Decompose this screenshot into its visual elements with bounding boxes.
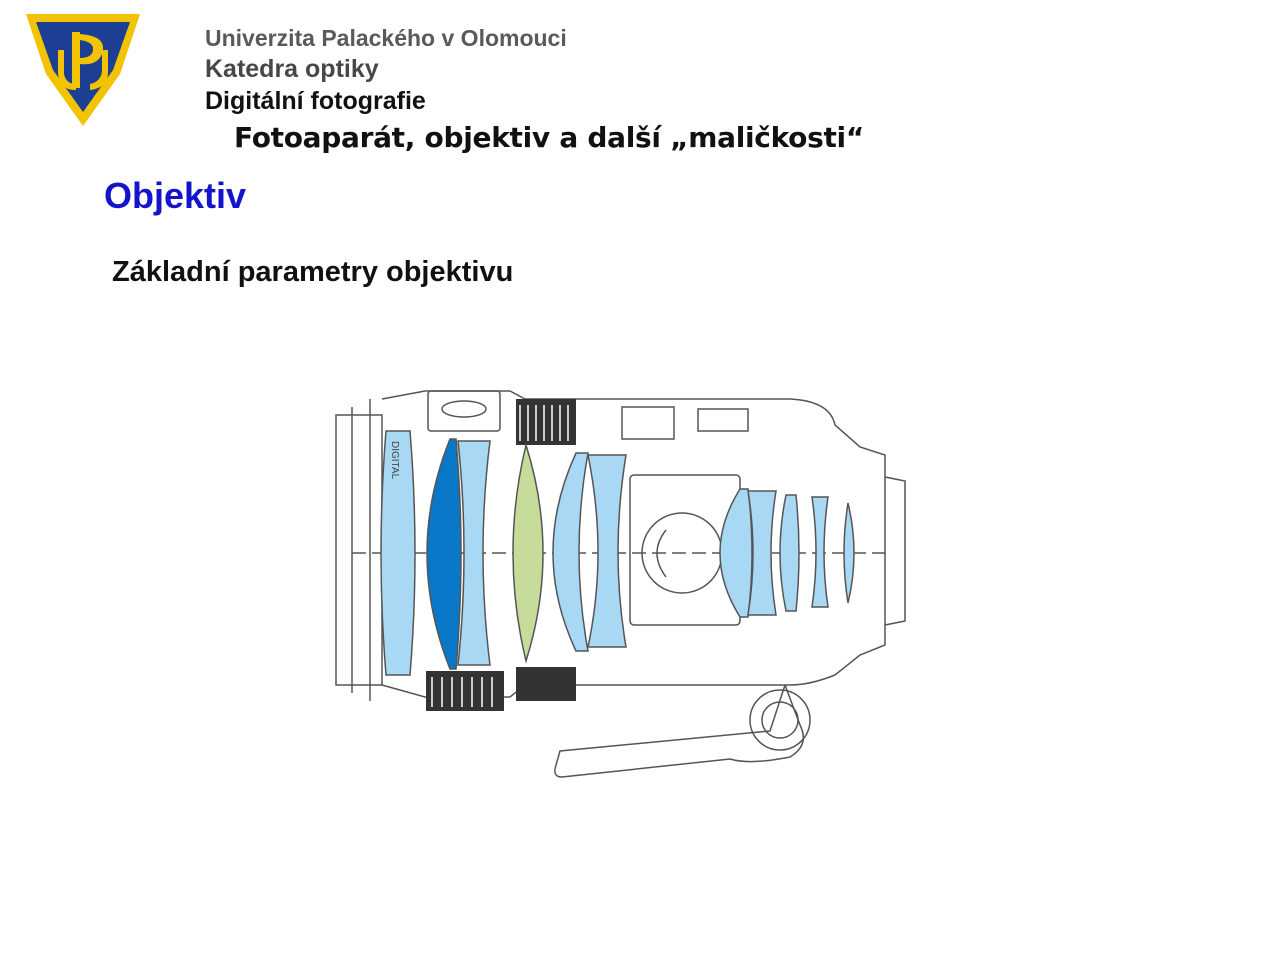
- front-barrel: [335, 414, 383, 686]
- focus-window-lens: [441, 400, 487, 418]
- lens-element-5: [552, 452, 589, 652]
- logo-letter-stem: [72, 32, 80, 88]
- switch-block: [621, 406, 675, 440]
- lens-element-10: [811, 496, 829, 608]
- tripod-knob-inner: [761, 701, 799, 739]
- logo-letter-p: [80, 34, 104, 65]
- tripod-knob: [749, 689, 811, 751]
- logo-letter-u-left: [58, 50, 76, 90]
- lens-element-11: [843, 502, 855, 604]
- lens-element-9: [779, 494, 800, 612]
- zoom-grip-bottom: [516, 667, 576, 701]
- logo-shield-inner: [36, 22, 130, 112]
- lecture-title: Fotoaparát, objektiv a další „maličkosti…: [234, 121, 864, 154]
- logo-letter-u-right: [90, 50, 108, 90]
- lens-element-6: [587, 454, 627, 648]
- slide-subtitle: Základní parametry objektivu: [112, 256, 514, 288]
- focus-grip-ridges: [431, 677, 493, 707]
- university-logo: [26, 14, 140, 126]
- lens-element-1: [380, 430, 416, 676]
- course-name: Digitální fotografie: [205, 87, 426, 115]
- lens-element-2: [426, 438, 462, 670]
- lens-cross-section-diagram: DIGITAL: [335, 390, 906, 778]
- switch-plate: [697, 408, 749, 432]
- lens-element-8: [747, 490, 777, 616]
- focus-window: [427, 390, 501, 432]
- lens-element-3: [457, 440, 491, 666]
- lens-element-4: [512, 442, 544, 664]
- zoom-grip-top: [516, 399, 576, 445]
- lens-side-label: DIGITAL: [389, 441, 400, 480]
- department-name: Katedra optiky: [205, 55, 379, 83]
- tripod-foot: [554, 684, 805, 778]
- main-body: [381, 390, 886, 698]
- front-barrel-rings: [351, 399, 371, 701]
- zoom-grip-ridges: [519, 405, 569, 441]
- slide-title: Objektiv: [104, 175, 247, 216]
- university-name: Univerzita Palackého v Olomouci: [205, 25, 567, 51]
- rear-mount: [884, 476, 906, 626]
- lens-element-7: [719, 488, 753, 618]
